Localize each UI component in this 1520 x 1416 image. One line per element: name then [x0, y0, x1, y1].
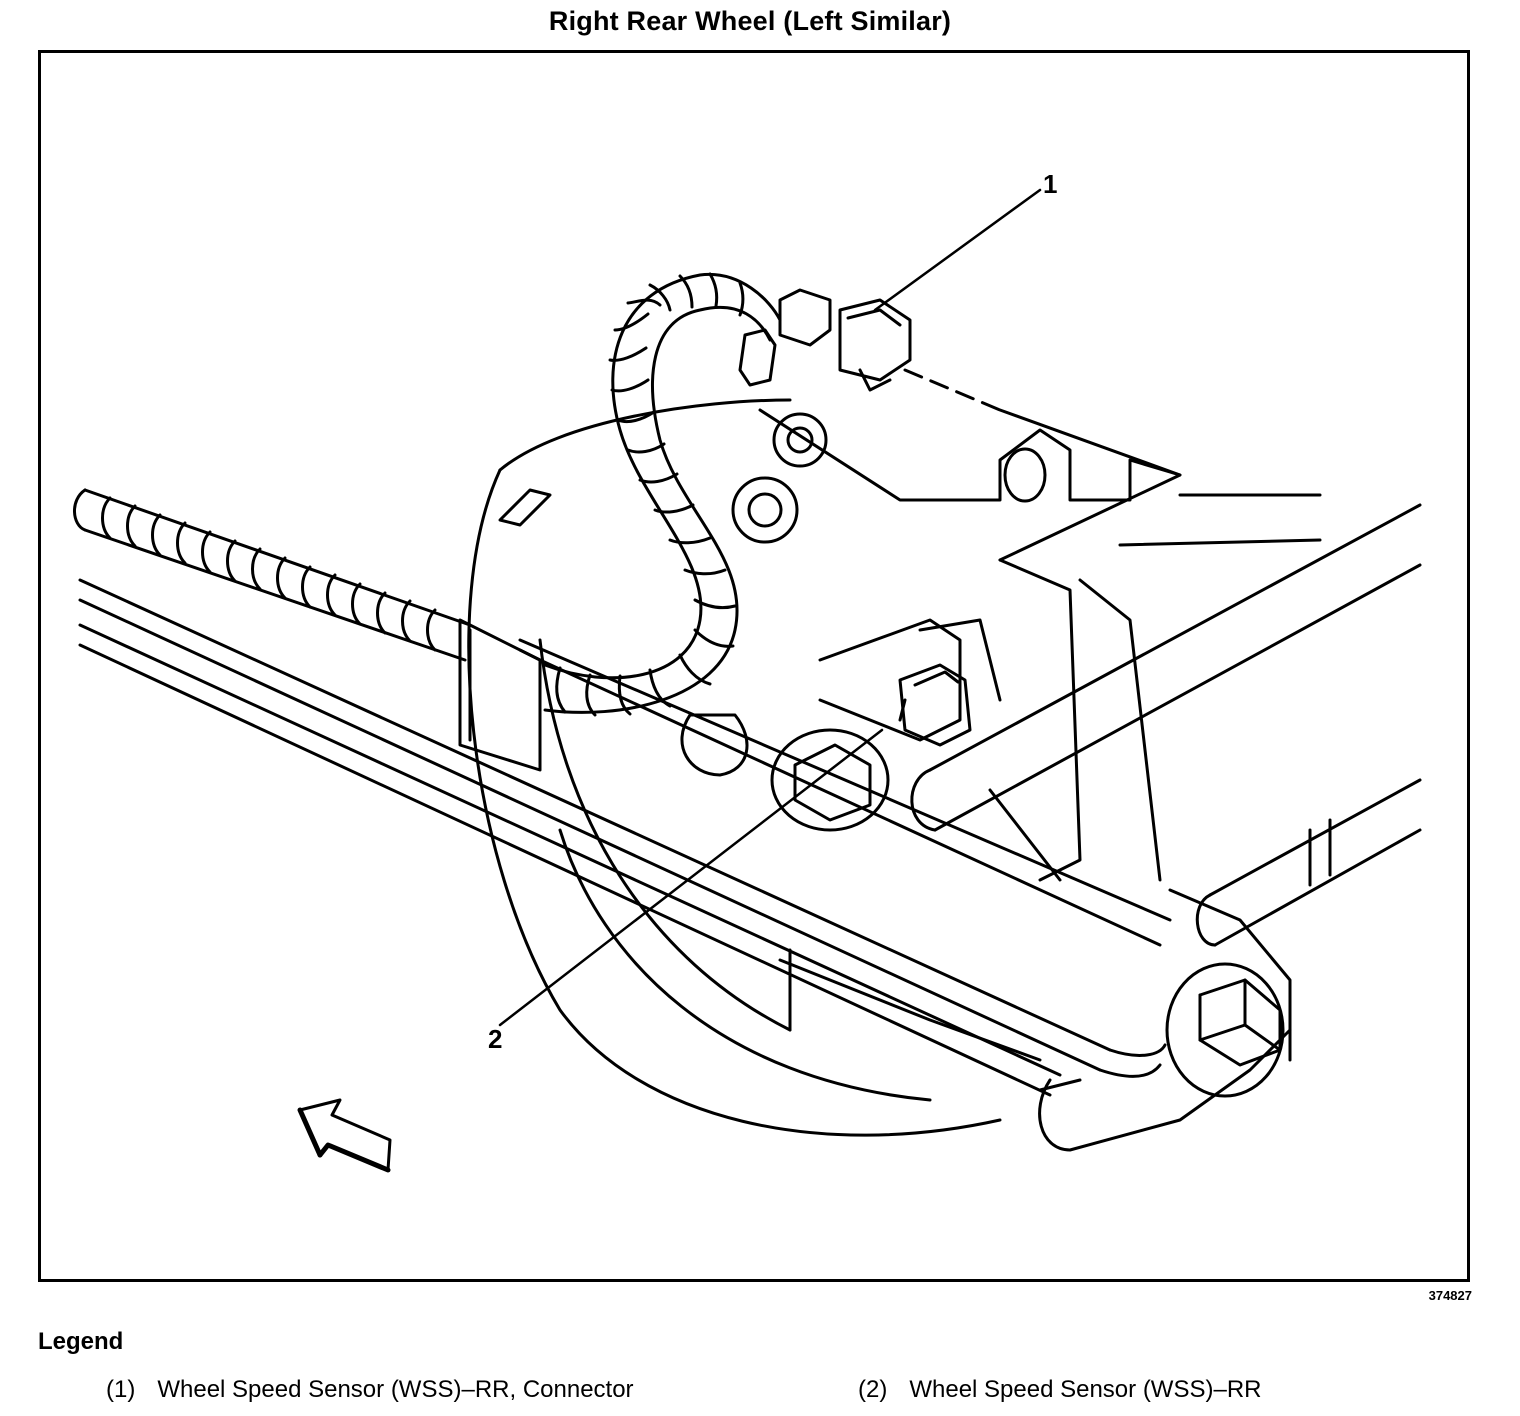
wss-sensor: [898, 663, 972, 747]
figure-id: 374827: [1428, 1288, 1472, 1303]
legend-item-2: (2) Wheel Speed Sensor (WSS)–RR: [858, 1376, 1261, 1404]
leader-line-2: [498, 728, 884, 1027]
leaf-spring: [78, 578, 1172, 1097]
leader-line-1: [873, 188, 1042, 312]
sensor-wire-loop: [543, 272, 782, 717]
harness-clip: [458, 618, 542, 772]
lower-bracket: [1038, 888, 1292, 1152]
callout-1: 1: [1043, 169, 1057, 199]
plate-edge: [998, 408, 1182, 477]
lower-bolt: [1165, 962, 1285, 1098]
stabilizer-link: [1195, 778, 1422, 947]
callout-2: 2: [488, 1024, 502, 1054]
legend-item-2-text: Wheel Speed Sensor (WSS)–RR: [909, 1376, 1262, 1403]
legend-item-1: (1) Wheel Speed Sensor (WSS)–RR, Connecto…: [106, 1376, 634, 1404]
legend-item-2-number: (2): [858, 1376, 888, 1403]
suspension-illustration: 1 2: [73, 169, 1422, 1173]
diagram-title: Right Rear Wheel (Left Similar): [548, 6, 952, 36]
legend-heading: Legend: [38, 1328, 124, 1355]
legend-item-1-text: Wheel Speed Sensor (WSS)–RR, Connector: [157, 1376, 634, 1403]
backing-plate: [498, 408, 1182, 882]
wss-connector: [738, 288, 912, 392]
legend-item-1-number: (1): [106, 1376, 136, 1403]
dashed-guide: [903, 368, 1002, 412]
illustration-frame: [38, 50, 1470, 1282]
front-direction-arrow-icon: [297, 1098, 392, 1173]
control-rod: [910, 493, 1422, 832]
wiring-conduit: [73, 488, 472, 662]
mid-bolt: [680, 713, 890, 832]
